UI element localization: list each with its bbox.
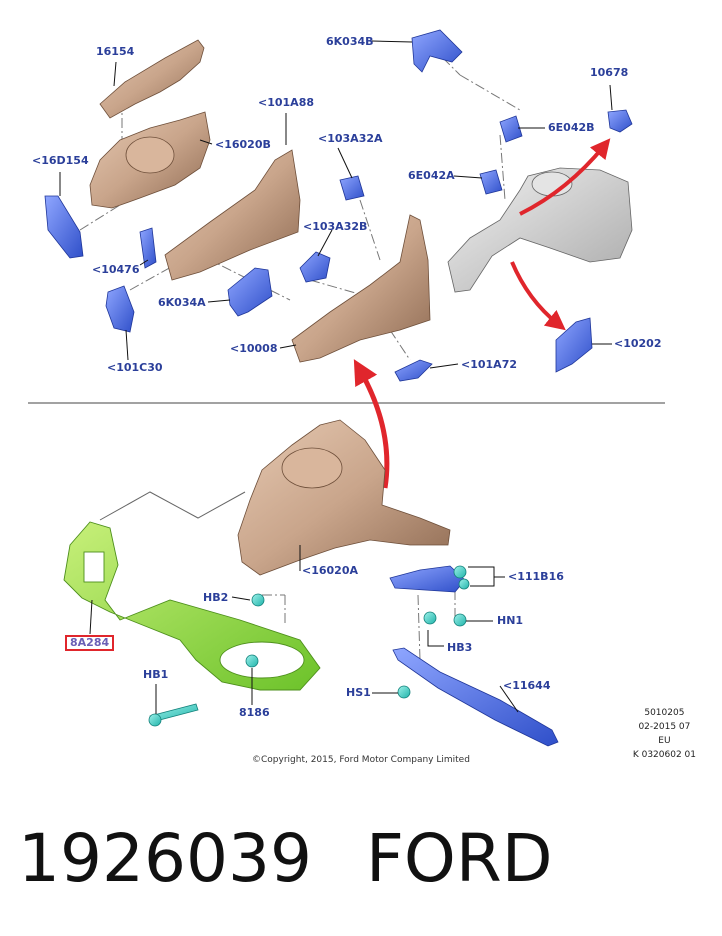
part-number: 1926039 [18,820,312,897]
label-6E042A: 6E042A [408,169,455,182]
part-16020B-dome [125,136,175,174]
label-101C30: <101C30 [107,361,163,374]
fastener-icons [148,565,470,727]
red-arrow-up [519,138,611,216]
part-16D154 [44,195,84,259]
leader-lines [59,40,613,714]
label-6K034B: 6K034B [326,35,374,48]
part-6K034A [227,267,273,317]
label-HB2: HB2 [203,591,229,604]
footer-caption: 1926039 FORD [18,820,553,897]
label-10678: 10678 [590,66,629,79]
part-6E042A [479,169,503,195]
metadata-line: K 0320602 01 [632,750,696,760]
part-16154 [99,39,205,119]
part-111B16 [389,565,466,593]
reference-assembly [447,167,633,293]
label-6E042B: 6E042B [548,121,595,134]
part-8A284-opening [219,641,305,679]
part-10202 [555,317,593,373]
label-8186: 8186 [239,706,270,719]
label-111B16: <111B16 [508,570,564,583]
part-101A88 [164,149,301,281]
part-6K034B [411,29,463,73]
copyright-text: ©Copyright, 2015, Ford Motor Company Lim… [252,755,470,765]
part-103A32B [299,251,331,283]
label-16154: 16154 [96,45,135,58]
label-16020A: <16020A [302,564,358,577]
part-101A72 [394,359,433,382]
drawing-metadata: 5010205 02-2015 07 EU K 0320602 01 [633,706,696,762]
exploded-parts-diagram [28,29,665,747]
part-8A284-opening-left [83,551,105,583]
label-6K034A: 6K034A [158,296,206,309]
red-arrow-main [353,359,390,489]
connection-line [99,491,246,521]
label-101A72: <101A72 [461,358,517,371]
label-HS1: HS1 [346,686,371,699]
label-10202: <10202 [614,337,662,350]
part-10008 [291,214,431,363]
red-arrow-down [510,261,566,331]
part-6E042B [499,115,523,143]
part-16020A-dome [281,447,343,489]
label-103A32B: <103A32B [303,220,368,233]
metadata-line: 02-2015 07 [638,722,691,732]
label-16D154: <16D154 [32,154,89,167]
label-HN1: HN1 [497,614,524,627]
brand-name: FORD [365,820,553,897]
label-HB1: HB1 [143,668,169,681]
label-10008: <10008 [230,342,278,355]
label-103A32A: <103A32A [318,132,383,145]
part-10476 [139,227,157,269]
metadata-line: EU [658,736,671,746]
part-101C30 [105,285,135,333]
part-16020A [237,419,451,576]
metadata-line: 5010205 [644,708,685,718]
part-103A32A [339,175,365,201]
label-101A88: <101A88 [258,96,314,109]
label-8A284-highlighted: 8A284 [65,635,115,651]
part-11644 [392,647,559,747]
label-11644: <11644 [503,679,551,692]
label-16020B: <16020B [215,138,271,151]
label-HB3: HB3 [447,641,473,654]
part-10678 [607,109,633,133]
label-10476: <10476 [92,263,140,276]
